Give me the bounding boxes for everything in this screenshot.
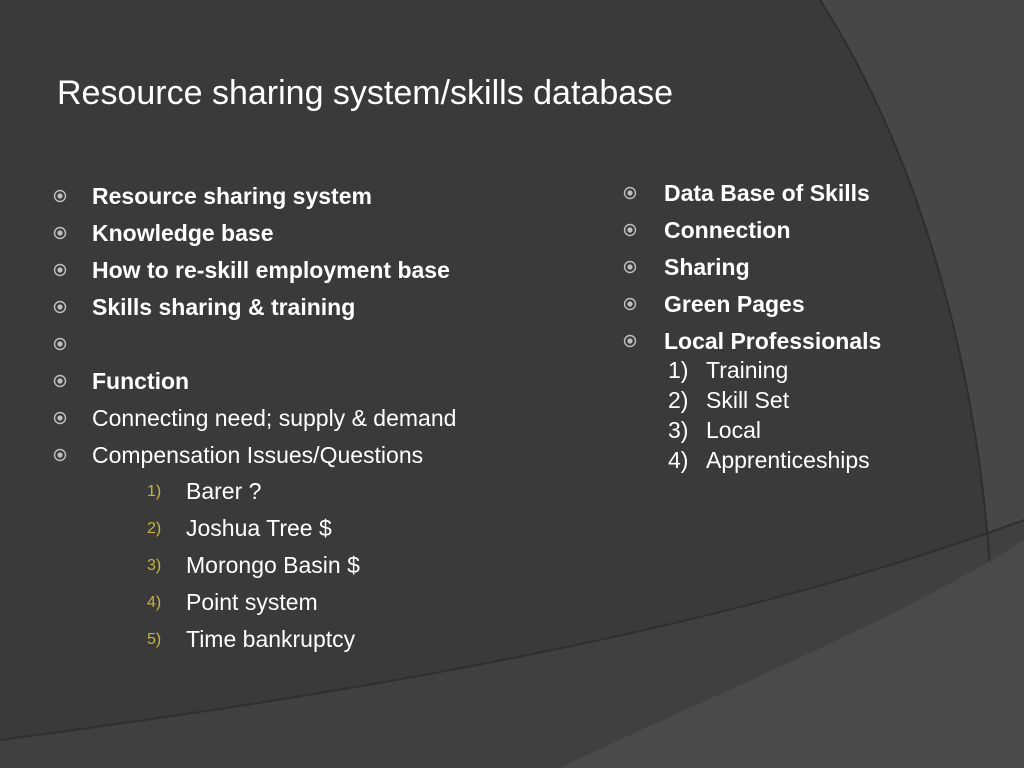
- circled-dot-icon: [53, 263, 67, 277]
- list-item: Function: [48, 364, 568, 401]
- list-item: Green Pages: [618, 287, 998, 324]
- list-item: Connection: [618, 213, 998, 250]
- circled-dot-icon: [623, 334, 637, 348]
- list-item: Skills sharing & training: [48, 290, 568, 327]
- circled-dot-icon: [53, 374, 67, 388]
- list-item-text: Skill Set: [706, 387, 790, 413]
- list-item-text: Joshua Tree $: [186, 515, 332, 541]
- list-number: 1): [147, 483, 162, 500]
- circled-dot-icon: [623, 260, 637, 274]
- list-number: 3): [668, 417, 689, 443]
- list-number: 1): [668, 357, 689, 383]
- list-item: Knowledge base: [48, 216, 568, 253]
- circled-dot-icon: [53, 411, 67, 425]
- list-item: [48, 327, 568, 364]
- list-item-text: Green Pages: [664, 291, 805, 317]
- list-item-text: Resource sharing system: [92, 183, 372, 209]
- circled-dot-icon: [53, 300, 67, 314]
- circled-dot-icon: [623, 297, 637, 311]
- list-item-text: Training: [706, 357, 789, 383]
- list-number: 4): [147, 594, 162, 611]
- list-item-text: Time bankruptcy: [186, 626, 356, 652]
- circled-dot-icon: [53, 189, 67, 203]
- list-item: Compensation Issues/Questions: [48, 438, 568, 475]
- circled-dot-icon: [53, 448, 67, 462]
- list-item-text: Function: [92, 368, 190, 394]
- list-number: 2): [147, 520, 162, 537]
- circled-dot-icon: [623, 223, 637, 237]
- list-item-text: Skills sharing & training: [92, 294, 356, 320]
- list-item: Sharing: [618, 250, 998, 287]
- circled-dot-icon: [53, 337, 67, 351]
- list-number: 4): [668, 447, 689, 473]
- list-item-text: Point system: [186, 589, 318, 615]
- list-item-text: Sharing: [664, 254, 750, 280]
- list-item-text: Local Professionals: [664, 328, 882, 354]
- right-bullet-list: Data Base of Skills Connection Sharing G…: [618, 176, 998, 361]
- list-item-text: Barer ?: [186, 478, 262, 504]
- list-item-text: Compensation Issues/Questions: [92, 442, 424, 468]
- list-number: 2): [668, 387, 689, 413]
- list-item-text: Data Base of Skills: [664, 180, 870, 206]
- list-item-text: How to re-skill employment base: [92, 257, 450, 283]
- slide-title: Resource sharing system/skills database: [57, 74, 674, 112]
- circled-dot-icon: [53, 226, 67, 240]
- list-number: 5): [147, 631, 162, 648]
- list-item-text: Local: [706, 417, 761, 443]
- list-item-text: Morongo Basin $: [186, 552, 360, 578]
- list-item: Local Professionals: [618, 324, 998, 361]
- circled-dot-icon: [623, 186, 637, 200]
- list-item-text: Connection: [664, 217, 791, 243]
- list-item-text: Connecting need; supply & demand: [92, 405, 457, 431]
- list-item: Resource sharing system: [48, 179, 568, 216]
- list-number: 3): [147, 557, 162, 574]
- list-item-text: Apprenticeships: [706, 447, 870, 473]
- list-item: Connecting need; supply & demand: [48, 401, 568, 438]
- list-item: How to re-skill employment base: [48, 253, 568, 290]
- left-bullet-list: Resource sharing system Knowledge base H…: [48, 179, 568, 475]
- list-item: Data Base of Skills: [618, 176, 998, 213]
- list-item-text: Knowledge base: [92, 220, 274, 246]
